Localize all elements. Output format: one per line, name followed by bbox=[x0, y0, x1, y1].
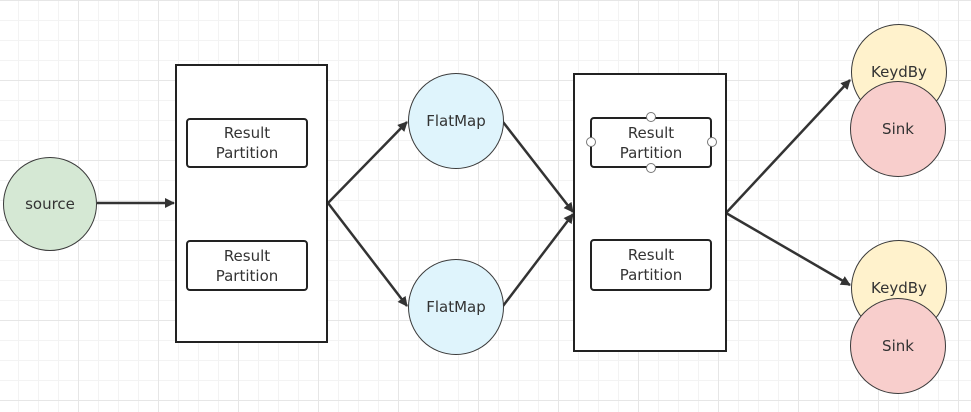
edge-flatmap-top-to-box2 bbox=[502, 121, 574, 213]
resize-handle-bottom[interactable] bbox=[646, 163, 656, 173]
result-partition-1b-line2: Partition bbox=[215, 266, 279, 285]
result-partition-2b[interactable]: Result Partition bbox=[590, 239, 712, 291]
flatmap-top-label: FlatMap bbox=[426, 112, 486, 130]
sink-top-label: Sink bbox=[882, 120, 914, 138]
result-partition-2b-line2: Partition bbox=[619, 266, 683, 284]
flatmap-bottom-node[interactable]: FlatMap bbox=[408, 259, 504, 355]
sink-bottom-node[interactable]: Sink bbox=[850, 298, 946, 394]
result-partition-2a[interactable]: Result Partition bbox=[590, 117, 712, 168]
edge-box1-to-flatmap-bottom bbox=[327, 202, 408, 307]
resize-handle-right[interactable] bbox=[707, 137, 717, 147]
result-partition-container-1[interactable] bbox=[175, 64, 328, 343]
result-partition-1b-line1: Result bbox=[223, 246, 271, 265]
keyby-bottom-label: KeydBy bbox=[871, 279, 927, 297]
source-label: source bbox=[25, 195, 75, 213]
result-partition-2b-line1: Result bbox=[627, 246, 675, 264]
result-partition-2a-line1: Result bbox=[627, 123, 675, 142]
result-partition-2a-line2: Partition bbox=[619, 143, 683, 162]
flatmap-bottom-label: FlatMap bbox=[426, 298, 486, 316]
flatmap-top-node[interactable]: FlatMap bbox=[408, 73, 504, 169]
resize-handle-top[interactable] bbox=[646, 112, 656, 122]
result-partition-1a-line2: Partition bbox=[215, 144, 279, 162]
edge-box2-to-keyby-bottom bbox=[725, 211, 851, 287]
edge-flatmap-bottom-to-box2 bbox=[502, 213, 574, 307]
source-node[interactable]: source bbox=[3, 157, 97, 251]
keyby-top-label: KeydBy bbox=[871, 63, 927, 81]
result-partition-1a-line1: Result bbox=[223, 124, 271, 142]
result-partition-1b[interactable]: Result Partition bbox=[186, 240, 308, 291]
resize-handle-left[interactable] bbox=[586, 137, 596, 147]
sink-top-node[interactable]: Sink bbox=[850, 81, 946, 177]
result-partition-1a[interactable]: Result Partition bbox=[186, 118, 308, 168]
edge-box1-to-flatmap-top bbox=[327, 121, 408, 204]
sink-bottom-label: Sink bbox=[882, 337, 914, 355]
edge-box2-to-keyby-top bbox=[725, 79, 851, 214]
